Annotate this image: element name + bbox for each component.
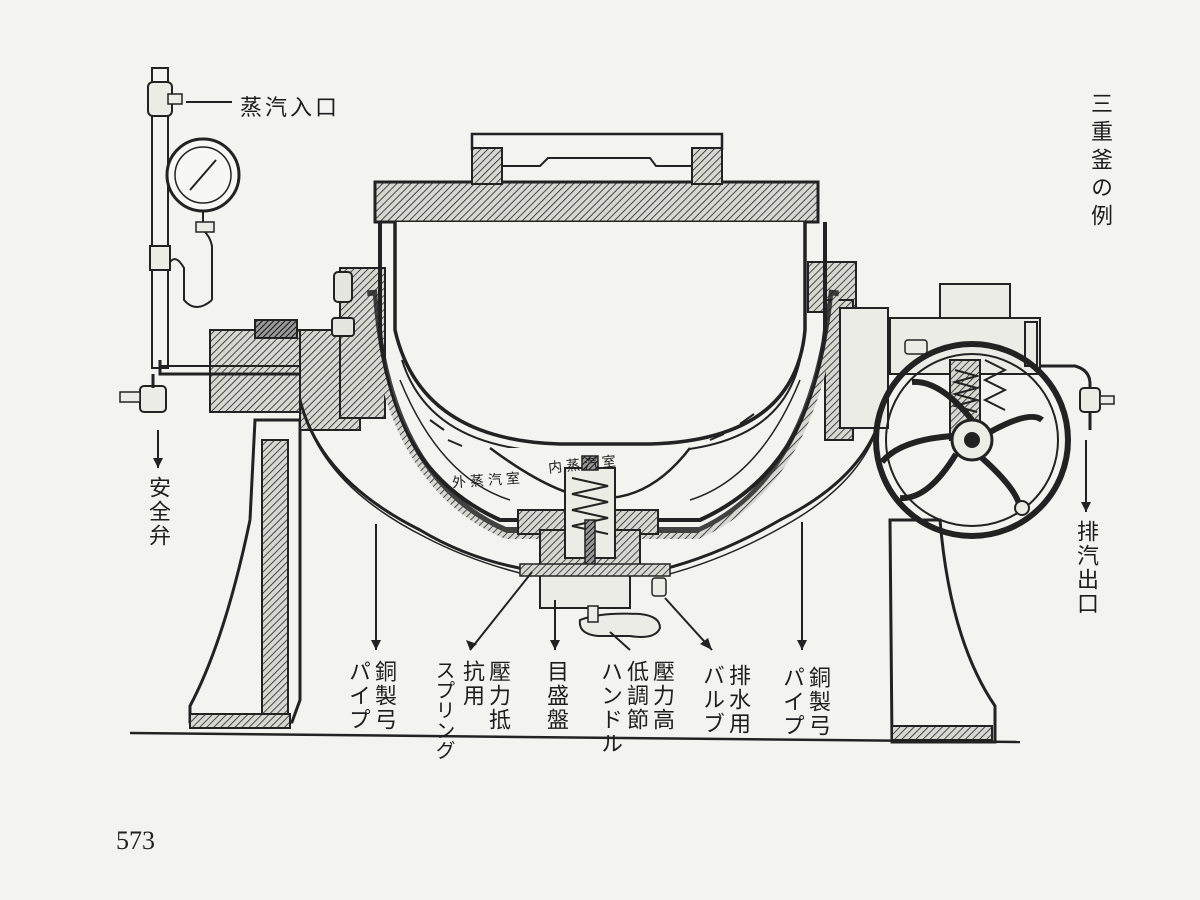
label-safety-valve: 安全弁 [145,476,170,548]
bottom-valve-assembly [517,455,671,638]
right-exhaust-piping [1040,364,1115,430]
copper-pipe-left [298,399,533,577]
left-stand [188,418,302,729]
label-exhaust-outlet: 排汽出口 [1073,520,1098,616]
label-drain-valve-line1: 排水用 [725,664,750,736]
copper-pipe-right [659,419,882,577]
left-steam-piping [119,67,300,413]
floor-line [129,731,1021,744]
pressure-gauge [165,137,241,308]
inner-bowl [393,222,807,453]
label-pressure-spring-line3: スプリング [432,660,456,760]
label-pressure-handle-line3: ハンドル [597,660,622,756]
label-pressure-spring-line2: 抗用 [459,660,484,708]
label-pressure-spring-line1: 壓力抵 [485,660,510,732]
kettle-lid [373,132,820,224]
label-pressure-handle-line2: 低調節 [623,660,648,732]
label-drain-valve-line2: バルブ [699,664,724,736]
label-copper-pipe-left-line2: パイプ [345,660,370,732]
label-copper-pipe-right-line1: 銅製弓 [805,666,830,738]
handwheel[interactable] [873,341,1071,539]
label-copper-pipe-left-line1: 銅製弓 [371,660,396,732]
figure-title: 三重釜の例 [1087,92,1112,232]
page-number: 573 [116,826,155,855]
label-steam-inlet: 蒸汽入口 [240,96,341,121]
left-housing [209,267,386,431]
label-pressure-handle-line1: 壓力高 [649,660,674,732]
label-dial: 目盛盤 [543,660,568,732]
leader-arrowheads [153,458,1091,650]
label-copper-pipe-right-line2: パイプ [779,666,804,738]
right-stand [888,518,997,744]
